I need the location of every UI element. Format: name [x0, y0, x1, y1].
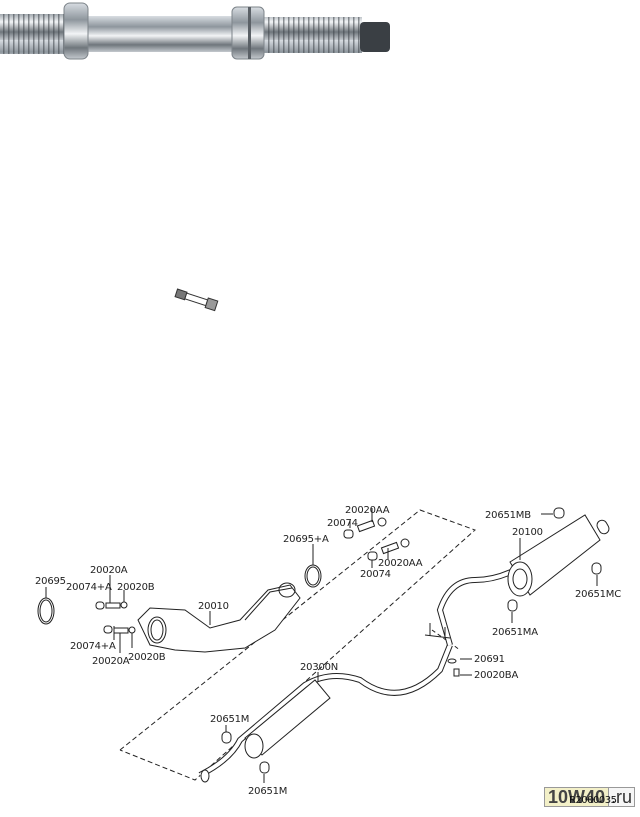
- mount-20651MB: [553, 507, 565, 519]
- part-code: R2000035: [569, 795, 617, 806]
- label-20020AA-mid: 20020AA: [378, 558, 423, 569]
- label-20074A-top: 20074+A: [66, 582, 112, 593]
- label-20010: 20010: [198, 601, 229, 612]
- label-20020A-bottom: 20020A: [92, 656, 130, 667]
- watermark-domain: .ru: [609, 787, 636, 807]
- assembly-outline: [119, 509, 476, 781]
- label-20651MC: 20651MC: [575, 589, 621, 600]
- label-20020BA: 20020BA: [474, 670, 518, 681]
- label-20651M-bottom: 20651M: [248, 786, 287, 797]
- label-20691: 20691: [474, 654, 505, 665]
- mount-20651M-bottom: [259, 761, 270, 774]
- label-20074-mid: 20074: [360, 569, 391, 580]
- label-20020B-top: 20020B: [117, 582, 155, 593]
- label-20100: 20100: [512, 527, 543, 538]
- watermark-brand: 10W40 R2000035: [544, 787, 617, 807]
- label-20300N: 20300N: [300, 662, 338, 673]
- label-20651MA: 20651MA: [492, 627, 538, 638]
- catalytic-converter-20010: [137, 584, 301, 653]
- label-20020A-top: 20020A: [90, 565, 128, 576]
- mount-20651M-top: [221, 731, 232, 744]
- label-20074-top: 20074: [327, 518, 358, 529]
- mount-20651MA: [507, 599, 518, 612]
- label-20020B-bottom: 20020B: [128, 652, 166, 663]
- label-20074A-bottom: 20074+A: [70, 641, 116, 652]
- bolt-photo: [0, 2, 390, 60]
- bolt-thumbnail: [174, 288, 219, 312]
- exhaust-parts-diagram: 20020AA 20074 20695+A 20020AA 20074 2065…: [35, 505, 621, 797]
- label-20695: 20695: [35, 576, 66, 587]
- mount-20651MC: [591, 562, 602, 575]
- watermark: 10W40 R2000035 .ru: [544, 787, 636, 807]
- label-20651M-top: 20651M: [210, 714, 249, 725]
- label-20695A: 20695+A: [283, 534, 329, 545]
- label-20020AA-top: 20020AA: [345, 505, 390, 516]
- label-20651MB: 20651MB: [485, 510, 531, 521]
